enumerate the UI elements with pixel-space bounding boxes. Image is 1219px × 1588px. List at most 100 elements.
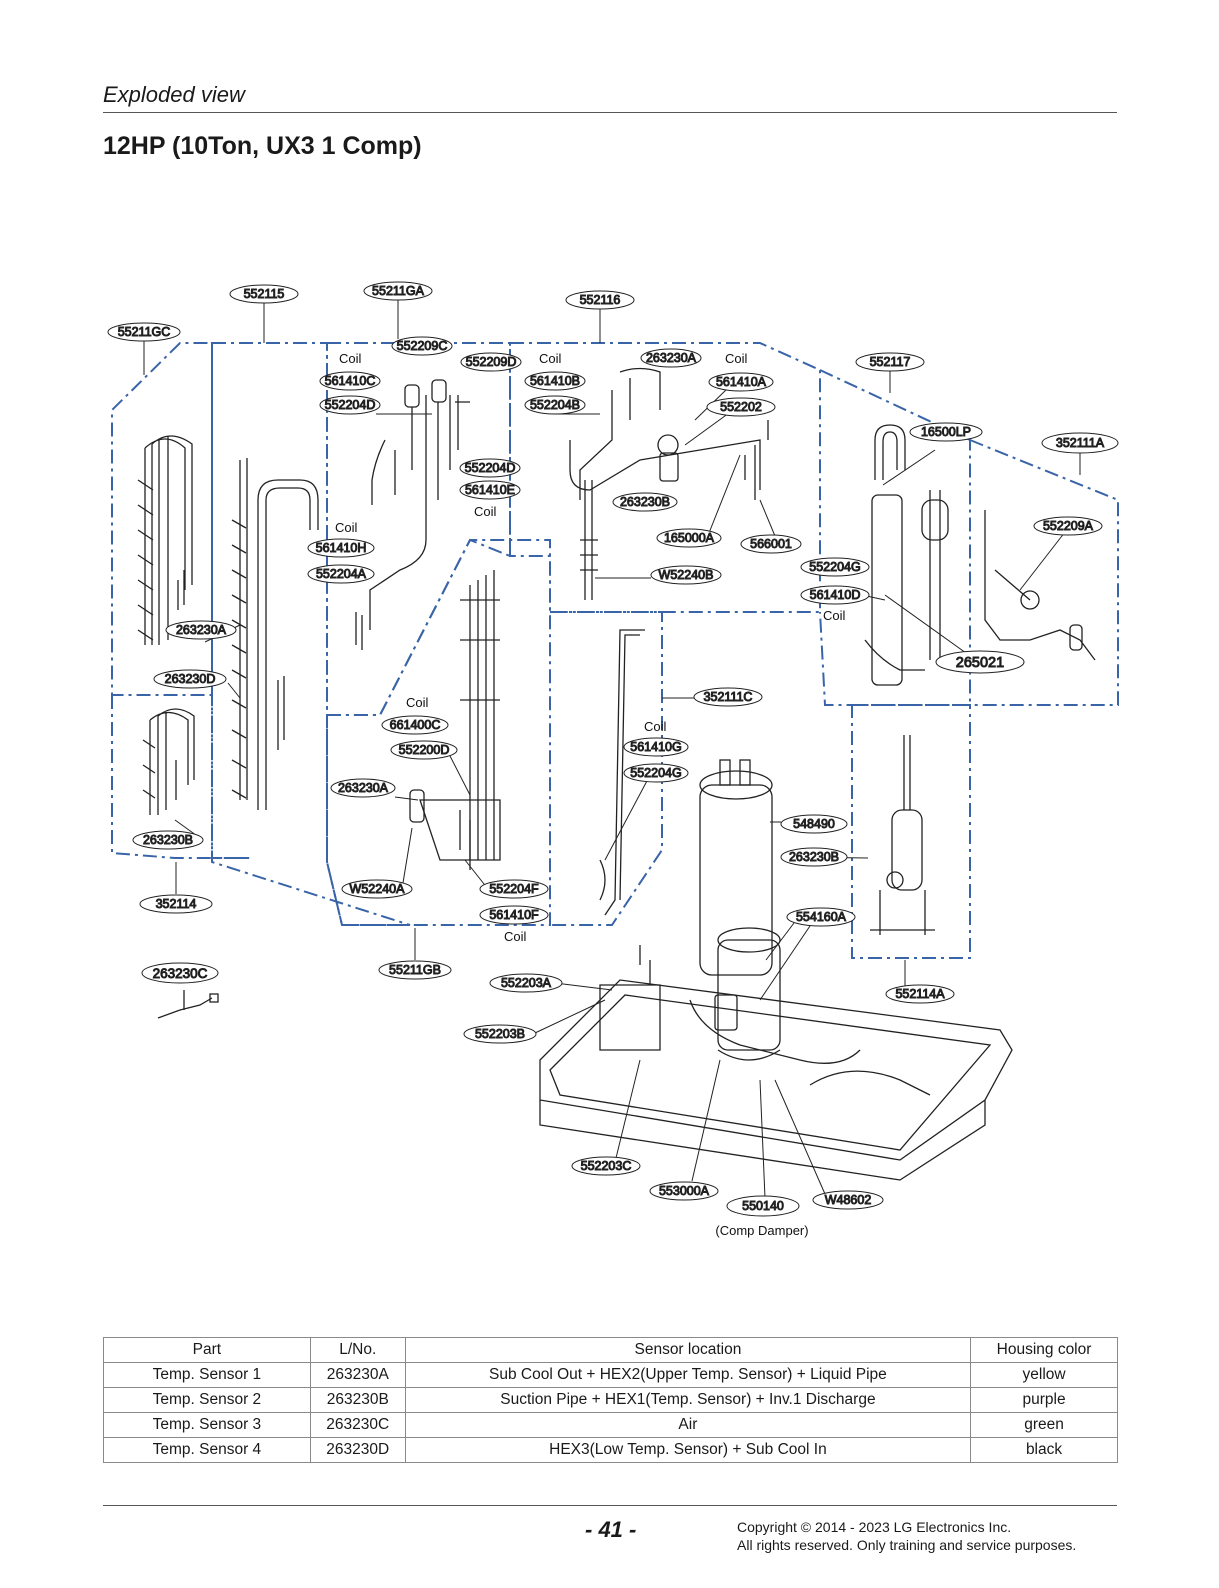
cell-housing-color: yellow: [970, 1362, 1118, 1388]
callout-561410C: 561410C: [319, 371, 381, 391]
svg-text:165000A: 165000A: [664, 531, 715, 545]
callout-552203C: 552203C: [571, 1156, 641, 1176]
svg-text:561410G: 561410G: [630, 740, 681, 754]
svg-text:552203C: 552203C: [581, 1159, 632, 1173]
callout-165000A: 165000A: [656, 528, 722, 548]
cell-housing-color: purple: [970, 1387, 1118, 1413]
cell-sensor-location: Sub Cool Out + HEX2(Upper Temp. Sensor) …: [404, 1362, 972, 1388]
frame-suction-pipe: [550, 611, 663, 926]
coil-label: Coil: [406, 695, 429, 710]
svg-text:566001: 566001: [750, 537, 792, 551]
coil-label: Coil: [474, 504, 497, 519]
svg-text:561410D: 561410D: [810, 588, 861, 602]
svg-text:352114: 352114: [156, 897, 197, 911]
comp-damper-note: (Comp Damper): [715, 1223, 808, 1238]
callout-263230A-mid: 263230A: [330, 778, 396, 798]
callout-561410F: 561410F: [479, 905, 549, 925]
cell-lno: 263230D: [309, 1437, 406, 1463]
svg-text:552116: 552116: [580, 293, 621, 307]
callout-552114A: 552114A: [885, 984, 955, 1004]
cell-housing-color: black: [970, 1437, 1118, 1463]
svg-text:352111A: 352111A: [1056, 436, 1105, 450]
four-way-valve-assembly: [569, 367, 769, 600]
svg-text:263230B: 263230B: [143, 833, 193, 847]
svg-text:561410B: 561410B: [530, 374, 580, 388]
callout-16500LP: 16500LP: [909, 422, 983, 442]
component-drawings: [137, 367, 1096, 1181]
valve-assembly-upper: [355, 379, 470, 650]
temp-sensor-table: Part L/No. Sensor location Housing color…: [103, 1337, 1118, 1463]
svg-text:352111C: 352111C: [704, 690, 753, 704]
callout-263230B-top: 263230B: [612, 492, 678, 512]
callout-263230C: 263230C: [141, 962, 219, 984]
svg-text:265021: 265021: [956, 655, 1004, 671]
callout-548490: 548490: [780, 814, 848, 834]
callout-552204G: 552204G: [623, 763, 689, 783]
copyright-line-1: Copyright © 2014 - 2023 LG Electronics I…: [737, 1519, 1012, 1535]
callout-263230B-left: 263230B: [132, 830, 204, 850]
part-callouts: 552115 55211GA 552116 55211GC 552209C 55…: [107, 281, 1119, 1217]
callout-552115: 552115: [229, 284, 299, 304]
svg-text:552209D: 552209D: [466, 355, 517, 369]
callout-552117: 552117: [855, 352, 925, 372]
svg-text:548490: 548490: [793, 817, 835, 831]
cell-lno: 263230A: [309, 1362, 406, 1388]
frame-left-heat-exchanger: [111, 342, 213, 696]
svg-text:561410E: 561410E: [465, 483, 515, 497]
cell-lno: 263230C: [309, 1412, 406, 1438]
callout-561410D: 561410D: [800, 585, 870, 605]
table-row: Temp. Sensor 3 263230C Air green: [103, 1412, 1118, 1438]
svg-text:552209C: 552209C: [397, 339, 448, 353]
svg-text:552204G: 552204G: [630, 766, 681, 780]
callout-552204D-2: 552204D: [459, 458, 521, 478]
callout-552209D: 552209D: [460, 352, 522, 372]
table-header-row: Part L/No. Sensor location Housing color: [103, 1337, 1118, 1363]
copyright-line-2: All rights reserved. Only training and s…: [737, 1537, 1077, 1553]
svg-text:552209A: 552209A: [1043, 519, 1094, 533]
callout-W48602: W48602: [812, 1190, 884, 1210]
callout-661400C: 661400C: [381, 715, 449, 735]
heat-exchanger-coil-left: [137, 435, 193, 645]
callout-552203B: 552203B: [463, 1024, 537, 1044]
svg-text:55211GB: 55211GB: [389, 963, 441, 977]
frame-oil-separator: [851, 704, 971, 959]
callout-566001: 566001: [740, 534, 802, 554]
svg-text:561410H: 561410H: [316, 541, 367, 555]
accumulator: [864, 424, 949, 686]
page-title: 12HP (10Ton, UX3 1 Comp): [103, 132, 422, 160]
svg-text:263230D: 263230D: [165, 672, 216, 686]
svg-text:263230A: 263230A: [176, 623, 227, 637]
coil-label: Coil: [339, 351, 362, 366]
callout-263230A-top: 263230A: [640, 348, 702, 368]
svg-text:55211GA: 55211GA: [372, 284, 425, 298]
svg-text:552204D: 552204D: [325, 398, 376, 412]
callout-553000A: 553000A: [649, 1181, 719, 1201]
svg-text:552204A: 552204A: [316, 567, 367, 581]
column-header-housing-color: Housing color: [970, 1337, 1118, 1363]
callout-552204F: 552204F: [479, 879, 549, 899]
svg-text:552202: 552202: [720, 400, 762, 414]
cell-part: Temp. Sensor 3: [103, 1412, 311, 1438]
cell-part: Temp. Sensor 4: [103, 1437, 311, 1463]
svg-text:661400C: 661400C: [390, 718, 441, 732]
svg-text:16500LP: 16500LP: [921, 425, 971, 439]
callout-352111C: 352111C: [693, 687, 763, 707]
callout-552116: 552116: [565, 290, 635, 310]
cell-sensor-location: Air: [404, 1412, 972, 1438]
cell-sensor-location: HEX3(Low Temp. Sensor) + Sub Cool In: [404, 1437, 972, 1463]
svg-text:552204G: 552204G: [809, 560, 860, 574]
callout-265021: 265021: [935, 650, 1025, 674]
svg-text:553000A: 553000A: [659, 1184, 710, 1198]
callout-263230D: 263230D: [153, 669, 227, 689]
callout-W52240A: W52240A: [341, 879, 413, 899]
compressor: [699, 759, 781, 1061]
callout-554160A: 554160A: [786, 907, 856, 927]
svg-text:561410F: 561410F: [489, 908, 539, 922]
section-heading: Exploded view: [103, 82, 245, 107]
table-row: Temp. Sensor 2 263230B Suction Pipe + HE…: [103, 1387, 1118, 1413]
callout-263230A-left: 263230A: [165, 620, 237, 640]
header-pipes: [231, 458, 319, 810]
column-header-part: Part: [103, 1337, 311, 1363]
callout-561410B: 561410B: [524, 371, 586, 391]
callout-55211GB: 55211GB: [378, 960, 452, 980]
